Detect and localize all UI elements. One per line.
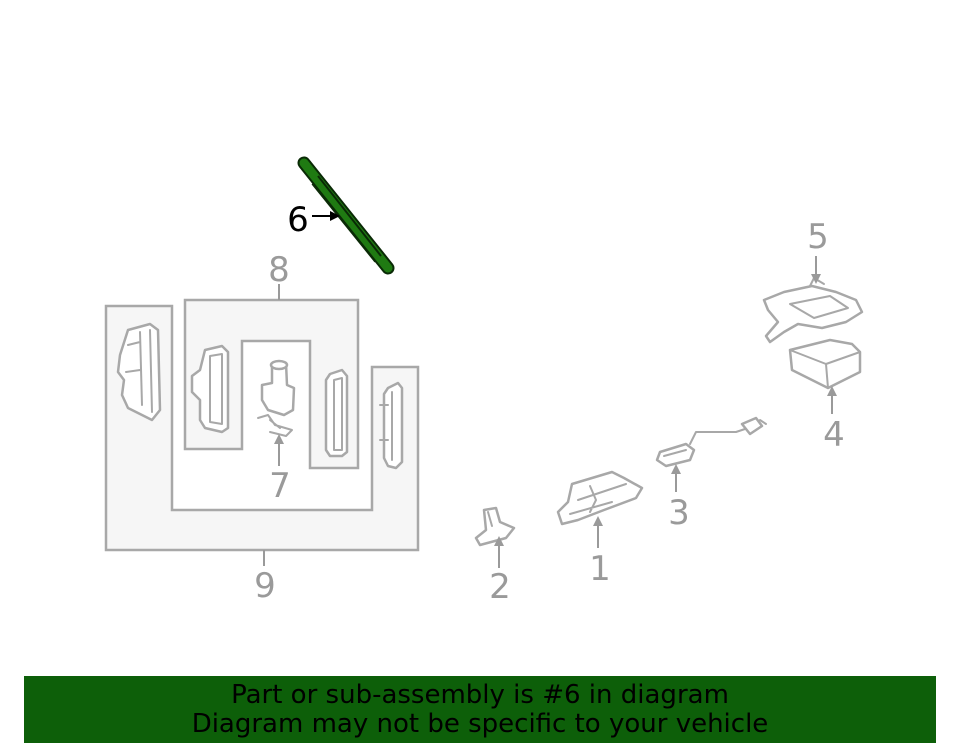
module-bracket-part-5[interactable] <box>762 277 864 344</box>
banner-line-2: Diagram may not be specific to your vehi… <box>191 709 769 739</box>
callout-6: 6 <box>287 200 309 240</box>
lamp-lens-left[interactable] <box>190 344 230 434</box>
callout-4: 4 <box>823 415 845 455</box>
control-module-part-4[interactable] <box>788 338 862 390</box>
callout-2: 2 <box>489 567 511 607</box>
callout-5: 5 <box>807 217 829 257</box>
callout-3: 3 <box>668 493 690 533</box>
bulb-socket-part-7[interactable] <box>257 359 296 437</box>
callout-8: 8 <box>268 250 290 290</box>
leader-lines <box>263 211 837 568</box>
info-banner: Part or sub-assembly is #6 in diagram Di… <box>24 676 936 743</box>
part-6-strut[interactable] <box>297 156 395 275</box>
side-lamp-housing-left[interactable] <box>116 322 162 422</box>
banner-line-1: Part or sub-assembly is #6 in diagram <box>231 680 729 710</box>
clip-part-2[interactable] <box>474 506 516 547</box>
wire-harness-part-3[interactable] <box>655 416 767 468</box>
bracket-part-1[interactable] <box>556 470 644 526</box>
side-marker-right[interactable] <box>379 381 404 470</box>
callout-1: 1 <box>589 549 611 589</box>
lamp-lens-right[interactable] <box>324 368 349 458</box>
callout-9: 9 <box>254 566 276 606</box>
callout-7: 7 <box>269 466 291 506</box>
